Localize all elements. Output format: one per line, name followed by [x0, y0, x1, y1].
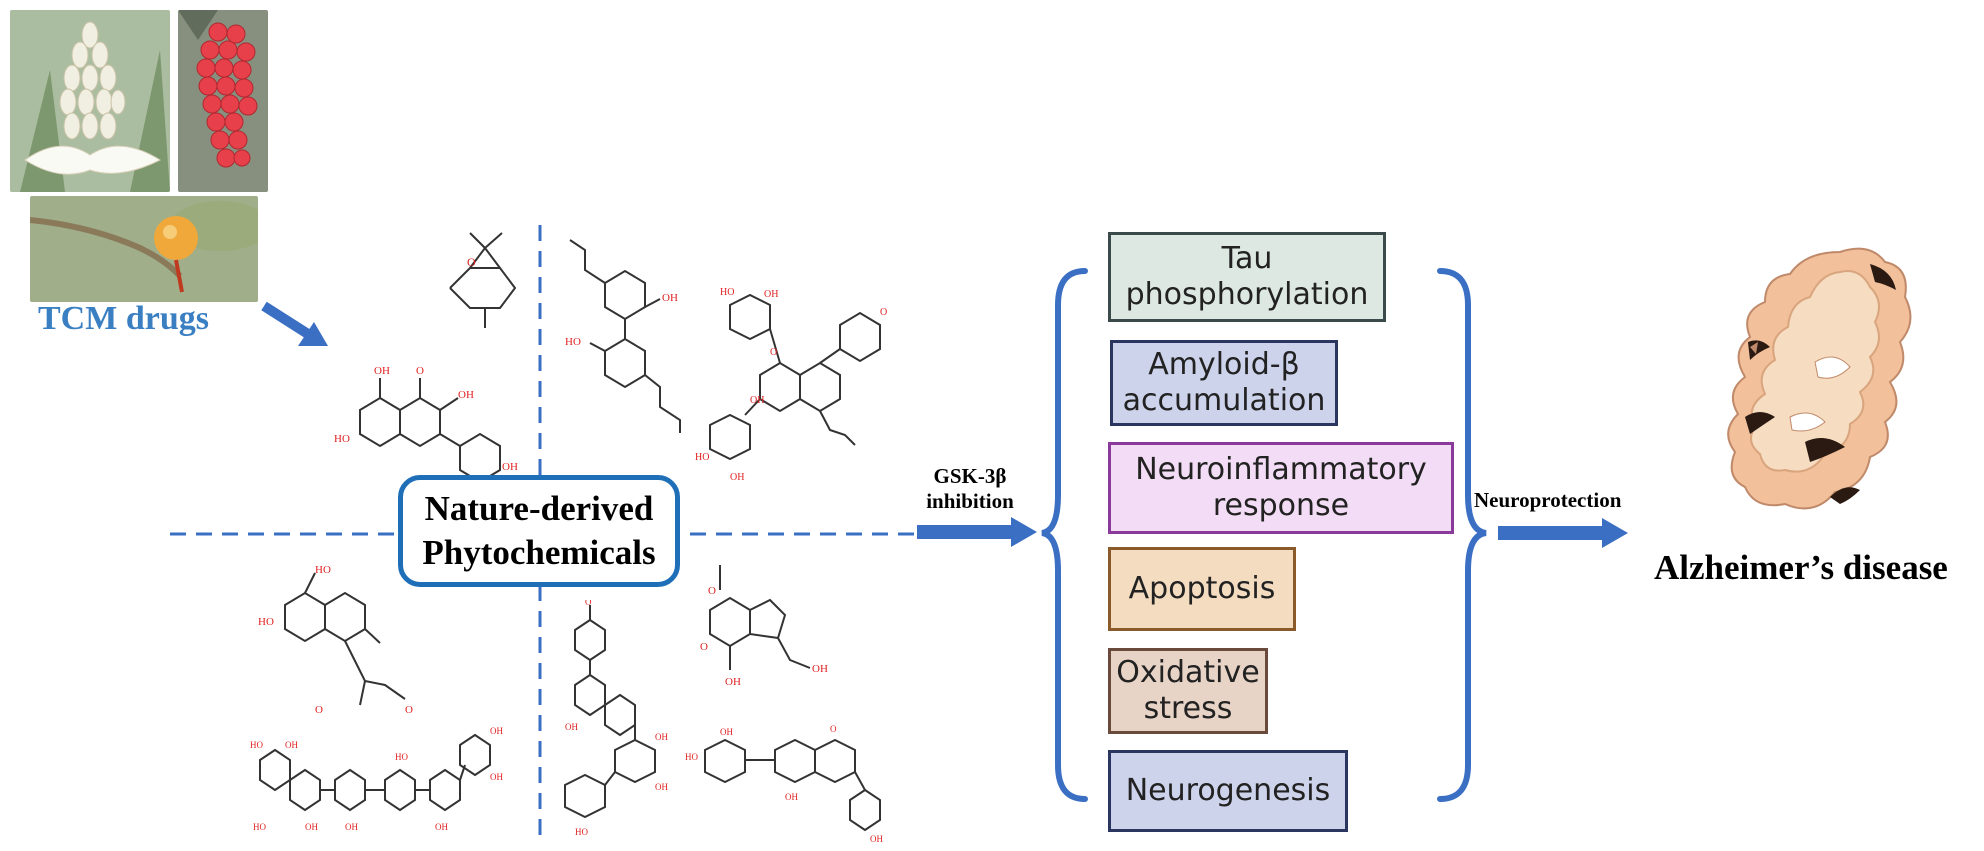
svg-text:OH: OH: [502, 461, 518, 473]
mechanism-label-line2: accumulation: [1122, 383, 1326, 418]
molecule-flavone-glycoside-left: O OH OH HO OH: [564, 600, 668, 837]
svg-text:O: O: [770, 347, 777, 358]
svg-text:O: O: [708, 585, 716, 597]
svg-text:HO: HO: [250, 740, 263, 750]
svg-text:OH: OH: [662, 292, 678, 304]
tcm-drugs-label: TCM drugs: [38, 300, 209, 337]
molecule-catalpol: O OH OH O: [700, 565, 828, 688]
svg-text:OH: OH: [458, 389, 474, 401]
svg-text:OH: OH: [305, 822, 318, 832]
neuroprotection-arrow: [1498, 518, 1628, 548]
svg-text:OH: OH: [870, 834, 883, 844]
phytochemicals-line2: Phytochemicals: [422, 533, 656, 572]
phytochemicals-box: Nature-derived Phytochemicals: [398, 475, 680, 587]
mechanism-label-line2: phosphorylation: [1125, 277, 1369, 312]
molecule-honokiol: OH HO: [565, 239, 681, 433]
svg-text:OH: OH: [435, 822, 448, 832]
svg-text:HO: HO: [258, 616, 274, 628]
molecule-phlorotannin: HO OH HO OH HO OH OH OH OH: [250, 726, 503, 832]
gsk-line2: inhibition: [926, 489, 1014, 513]
svg-text:O: O: [830, 724, 837, 734]
molecule-diterpenoid: HO HO O O: [258, 565, 413, 715]
svg-text:OH: OH: [655, 782, 668, 792]
brain-section-illustration: [1727, 247, 1912, 510]
svg-text:O: O: [467, 255, 476, 269]
mechanism-tau-phosphorylation: Tau phosphorylation: [1108, 232, 1386, 322]
right-curly-brace: [1437, 268, 1487, 802]
svg-text:OH: OH: [720, 727, 733, 737]
gsk-line1: GSK-3β: [933, 464, 1007, 488]
svg-text:OH: OH: [655, 732, 668, 742]
svg-text:OH: OH: [812, 663, 828, 675]
red-berries-photo: [178, 10, 268, 192]
svg-text:O: O: [880, 307, 887, 318]
svg-text:O: O: [585, 600, 592, 607]
svg-text:O: O: [315, 704, 323, 715]
mechanism-label-line1: Neuroinflammatory: [1135, 452, 1427, 487]
neuroprotection-label: Neuroprotection: [1474, 488, 1622, 512]
svg-text:OH: OH: [764, 289, 778, 300]
mechanism-label-line1: Amyloid-β: [1148, 347, 1300, 382]
svg-text:HO: HO: [334, 433, 350, 445]
svg-text:OH: OH: [725, 676, 741, 688]
svg-text:HO: HO: [395, 752, 408, 762]
svg-text:OH: OH: [785, 792, 798, 802]
mechanism-label-line2: stress: [1143, 691, 1233, 726]
left-curly-brace: [1041, 268, 1088, 802]
svg-text:HO: HO: [720, 287, 734, 298]
mechanism-label-line1: Neurogenesis: [1125, 773, 1331, 808]
svg-text:OH: OH: [490, 772, 503, 782]
mechanism-label-line1: Apoptosis: [1128, 571, 1276, 606]
svg-text:HO: HO: [315, 565, 331, 576]
svg-text:HO: HO: [685, 752, 698, 762]
white-flower-photo: [10, 10, 170, 192]
svg-text:OH: OH: [750, 395, 764, 406]
svg-text:O: O: [700, 641, 708, 653]
mechanism-apoptosis: Apoptosis: [1108, 547, 1296, 631]
svg-text:O: O: [416, 365, 424, 377]
svg-text:OH: OH: [285, 740, 298, 750]
svg-text:OH: OH: [345, 822, 358, 832]
mechanism-label-line1: Tau: [1221, 241, 1273, 276]
svg-text:HO: HO: [575, 827, 588, 837]
mechanism-amyloid-accumulation: Amyloid-β accumulation: [1110, 340, 1338, 426]
mechanism-label-line1: Oxidative: [1116, 655, 1260, 690]
svg-text:HO: HO: [253, 822, 266, 832]
mechanism-neuroinflammatory-response: Neuroinflammatory response: [1108, 442, 1454, 534]
alzheimers-disease-label: Alzheimer’s disease: [1654, 548, 1948, 587]
gsk-arrow: [917, 517, 1037, 547]
svg-text:O: O: [405, 704, 413, 715]
svg-text:HO: HO: [565, 336, 581, 348]
molecule-cineole: O: [449, 232, 517, 328]
yellow-fruit-photo: [30, 196, 258, 302]
mechanism-oxidative-stress: Oxidative stress: [1108, 648, 1268, 734]
mechanism-neurogenesis: Neurogenesis: [1108, 750, 1348, 832]
tcm-arrow: [261, 301, 328, 346]
svg-text:HO: HO: [695, 452, 709, 463]
svg-text:OH: OH: [490, 726, 503, 736]
svg-text:OH: OH: [565, 722, 578, 732]
gsk-inhibition-label: GSK-3β inhibition: [915, 464, 1025, 514]
mechanism-label-line2: response: [1212, 488, 1350, 523]
svg-text:OH: OH: [730, 472, 744, 483]
phytochemicals-line1: Nature-derived: [424, 489, 654, 528]
molecule-flavone-glycoside-right: HO OH O OH OH: [685, 724, 883, 844]
svg-text:OH: OH: [374, 365, 390, 377]
